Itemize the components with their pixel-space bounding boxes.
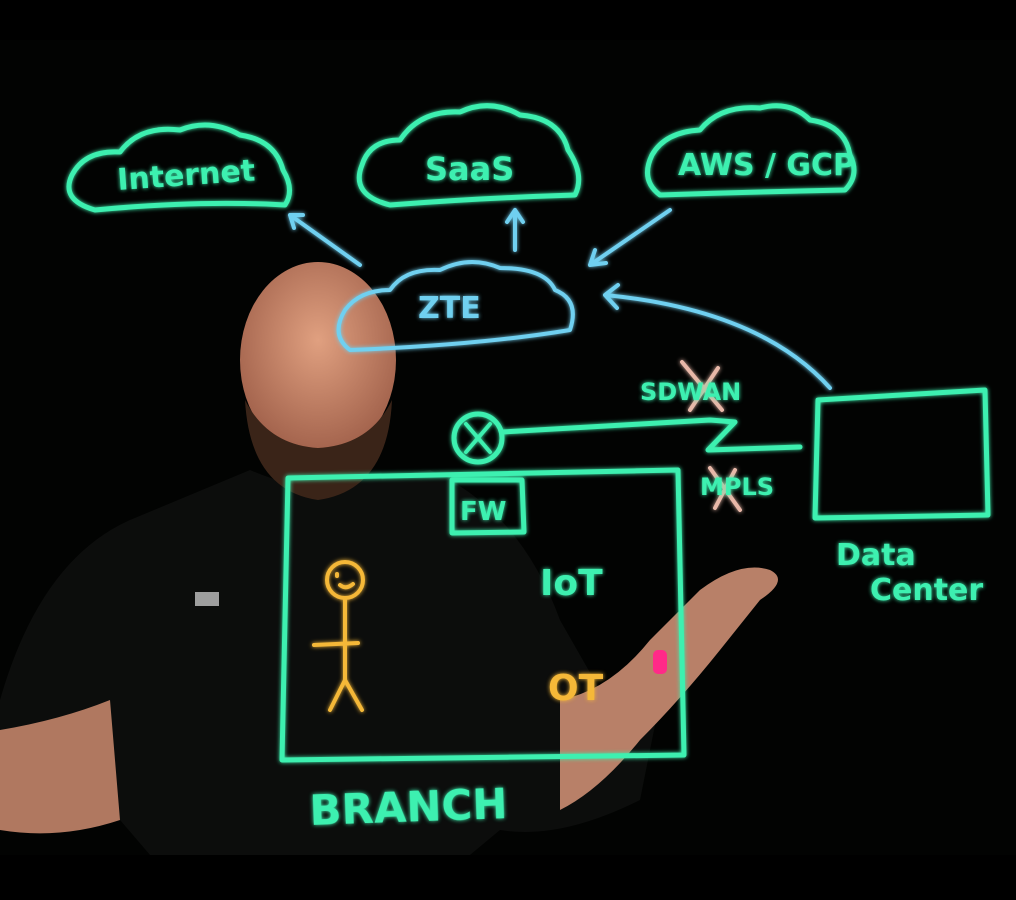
lightboard-diagram: Internet SaaS AWS / GCP ZTE SDWAN MPLS F…: [0, 103, 991, 855]
datacenter-label-line2: Center: [870, 573, 983, 608]
head: [240, 262, 396, 458]
arrow-to-saas-icon: [505, 208, 525, 252]
cloud-zte-outline: [336, 259, 575, 352]
lightboard-frame: Internet SaaS AWS / GCP ZTE SDWAN MPLS F…: [0, 40, 1016, 855]
device-label-ot: OT: [548, 668, 604, 709]
router-cross-icon: [464, 422, 492, 454]
branch-box: [279, 467, 687, 763]
user-stick-figure-icon: [312, 560, 365, 712]
cloud-aws-gcp-outline: [645, 103, 857, 198]
cloud-saas-outline: [356, 103, 582, 208]
arrow-to-internet-icon: [288, 213, 362, 267]
cloud-internet-outline: [66, 122, 292, 213]
cloud-label-saas: SaaS: [425, 150, 514, 188]
firewall-label: FW: [460, 497, 506, 527]
link-label-sdwan: SDWAN: [640, 378, 741, 406]
device-label-iot: IoT: [540, 563, 603, 604]
right-hand: [560, 567, 778, 810]
sdwan-crossed-icon: [680, 360, 724, 412]
cloud-label-internet: Internet: [116, 153, 256, 198]
cloud-label-zte: ZTE: [418, 291, 481, 326]
wan-link-line: [499, 417, 803, 453]
shirt-logo: [195, 592, 219, 606]
router-icon: [451, 411, 505, 465]
letterbox-bottom: [0, 855, 1016, 900]
arrow-datacenter-to-zte-icon: [603, 283, 832, 390]
datacenter-label-line1: Data: [836, 538, 916, 573]
firewall-box: [449, 477, 527, 536]
presenter: [0, 262, 778, 855]
marker-pen: [653, 650, 667, 674]
link-label-mpls: MPLS: [700, 473, 774, 501]
letterbox-top: [0, 0, 1016, 40]
datacenter-box: [812, 387, 991, 521]
branch-label: BRANCH: [309, 779, 509, 835]
mpls-crossed-icon: [708, 466, 742, 512]
left-arm: [0, 700, 120, 834]
arrow-to-aws-gcp-icon: [588, 208, 672, 267]
cloud-label-aws-gcp: AWS / GCP: [678, 148, 855, 183]
